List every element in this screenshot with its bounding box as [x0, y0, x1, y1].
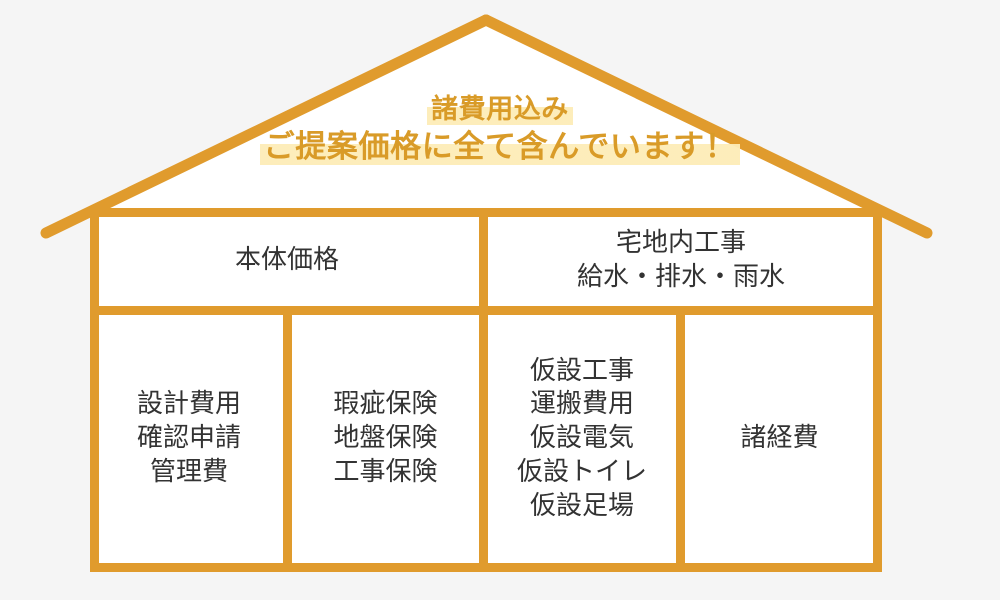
- cell-insurance-line-2: 地盤保険: [333, 423, 438, 454]
- cell-site-works-line-2: 給水・排水・雨水: [576, 262, 785, 292]
- cell-design-fees-line-1: 設計費用: [136, 389, 241, 420]
- cell-temporary-works-line-3: 仮設電気: [529, 423, 634, 454]
- cell-temporary-works-line-5: 仮設足場: [529, 490, 634, 521]
- cell-site-works: 宅地内工事 給水・排水・雨水: [488, 216, 874, 306]
- cell-site-works-line-1: 宅地内工事: [615, 228, 746, 259]
- cell-design-fees: 設計費用 確認申請 管理費: [95, 315, 283, 563]
- roof-left-slope: [40, 14, 492, 239]
- cell-temporary-works: 仮設工事 運搬費用 仮設電気 仮設トイレ 仮設足場: [488, 315, 676, 563]
- roof-interior-fill: [94, 22, 878, 213]
- cell-temporary-works-line-2: 運搬費用: [529, 389, 634, 420]
- cell-temporary-works-line-1: 仮設工事: [529, 355, 634, 386]
- cell-design-fees-line-3: 管理費: [149, 456, 228, 487]
- cell-misc-expenses: 諸経費: [685, 315, 874, 563]
- cell-misc-expenses-line-1: 諸経費: [740, 423, 819, 454]
- cell-insurance: 瑕疵保険 地盤保険 工事保険: [292, 315, 479, 563]
- cell-insurance-line-1: 瑕疵保険: [333, 389, 438, 420]
- cell-design-fees-line-2: 確認申請: [136, 423, 241, 454]
- cell-main-price: 本体価格: [95, 216, 479, 306]
- cell-insurance-line-3: 工事保険: [333, 456, 438, 487]
- cell-temporary-works-line-4: 仮設トイレ: [516, 456, 647, 487]
- cell-main-price-line-1: 本体価格: [234, 245, 339, 276]
- roof-right-slope: [480, 14, 933, 239]
